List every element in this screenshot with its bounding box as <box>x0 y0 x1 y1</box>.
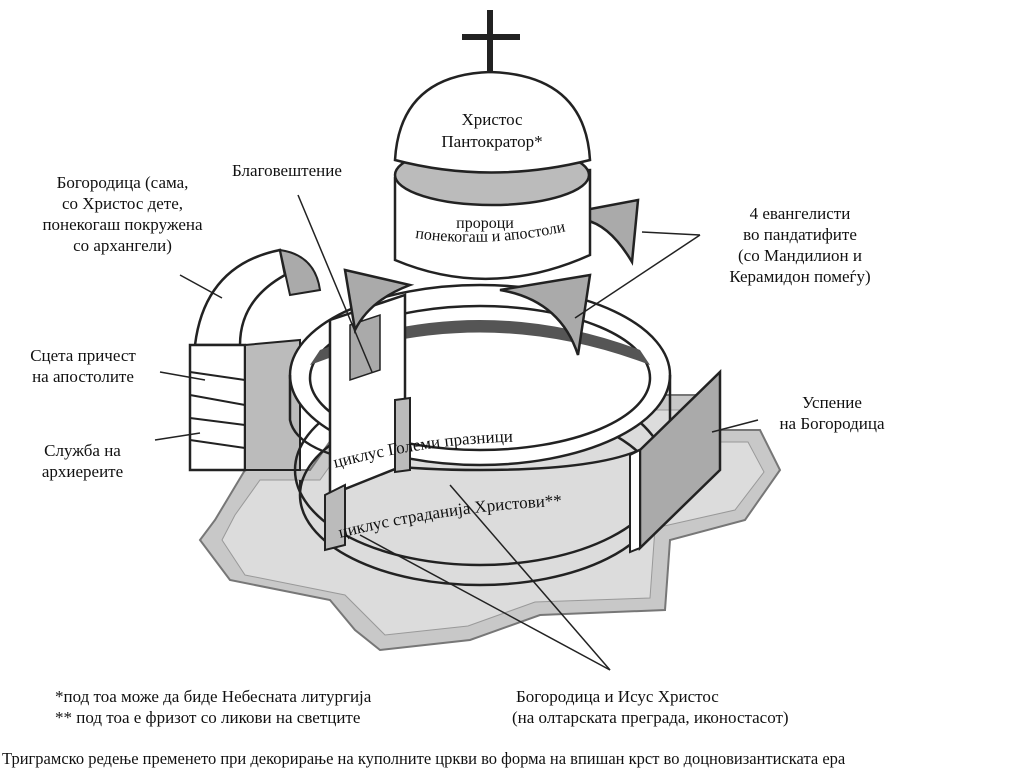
label-pricest: Сцета причест на апостолите <box>30 346 136 386</box>
label-uspenie: Успение на Богородица <box>779 393 885 433</box>
footnotes: *под тоа може да биде Небесната литургиј… <box>55 686 371 728</box>
panels <box>324 293 722 554</box>
pointer-lines <box>154 194 759 671</box>
label-bogorodica-isus: Богородица и Исус Христос (на олтарската… <box>512 687 789 727</box>
pendentives <box>343 198 640 356</box>
label-sluzba: Служба на архиереите <box>41 441 124 481</box>
caption: Триграмско редење пременето при декорира… <box>2 749 846 768</box>
label-evangelisti: 4 евангелисти во пандатифите (со Мандили… <box>729 204 871 286</box>
cross-icon <box>462 10 520 72</box>
footnote-1: *под тоа може да биде Небесната литургиј… <box>55 687 372 706</box>
footnote-2: ** под тоа е фризот со ликови на светцит… <box>55 708 361 727</box>
drum-text-line1: пророци <box>456 215 514 232</box>
dome-text-line2: Пантократор* <box>441 132 542 151</box>
dome <box>393 70 592 174</box>
label-bogorodica: Богородица (сама, со Христос дете, понек… <box>42 173 203 255</box>
label-blagoveshtenie: Благовештение <box>232 161 342 180</box>
apse <box>188 248 322 472</box>
dome-text-line1: Христос <box>461 110 523 129</box>
